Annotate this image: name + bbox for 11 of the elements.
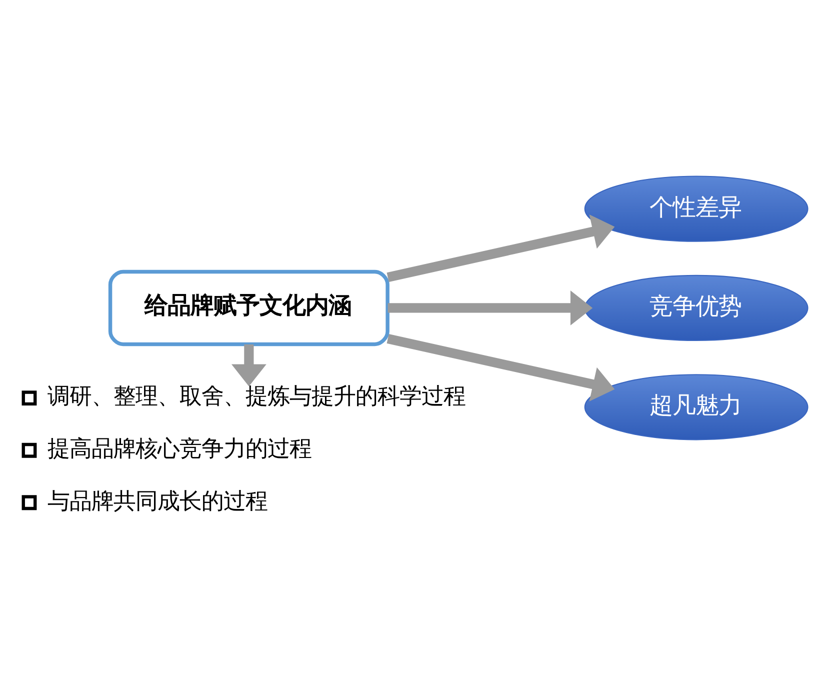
- arrow: [231, 344, 266, 386]
- node-label: 调研、整理、取舍、提炼与提升的科学过程: [47, 384, 466, 410]
- node-ellipse: 个性差异: [584, 176, 808, 242]
- node-ellipse: 超凡魅力: [584, 374, 808, 440]
- node-ellipse: 竞争优势: [584, 274, 808, 342]
- arrow: [386, 214, 615, 282]
- node-label: 与品牌共同成长的过程: [47, 488, 268, 514]
- node-box: 给品牌赋予文化内涵: [108, 270, 390, 346]
- arrow: [388, 290, 593, 326]
- arrow: [386, 334, 615, 402]
- node-label: 提高品牌核心竞争力的过程: [47, 436, 312, 462]
